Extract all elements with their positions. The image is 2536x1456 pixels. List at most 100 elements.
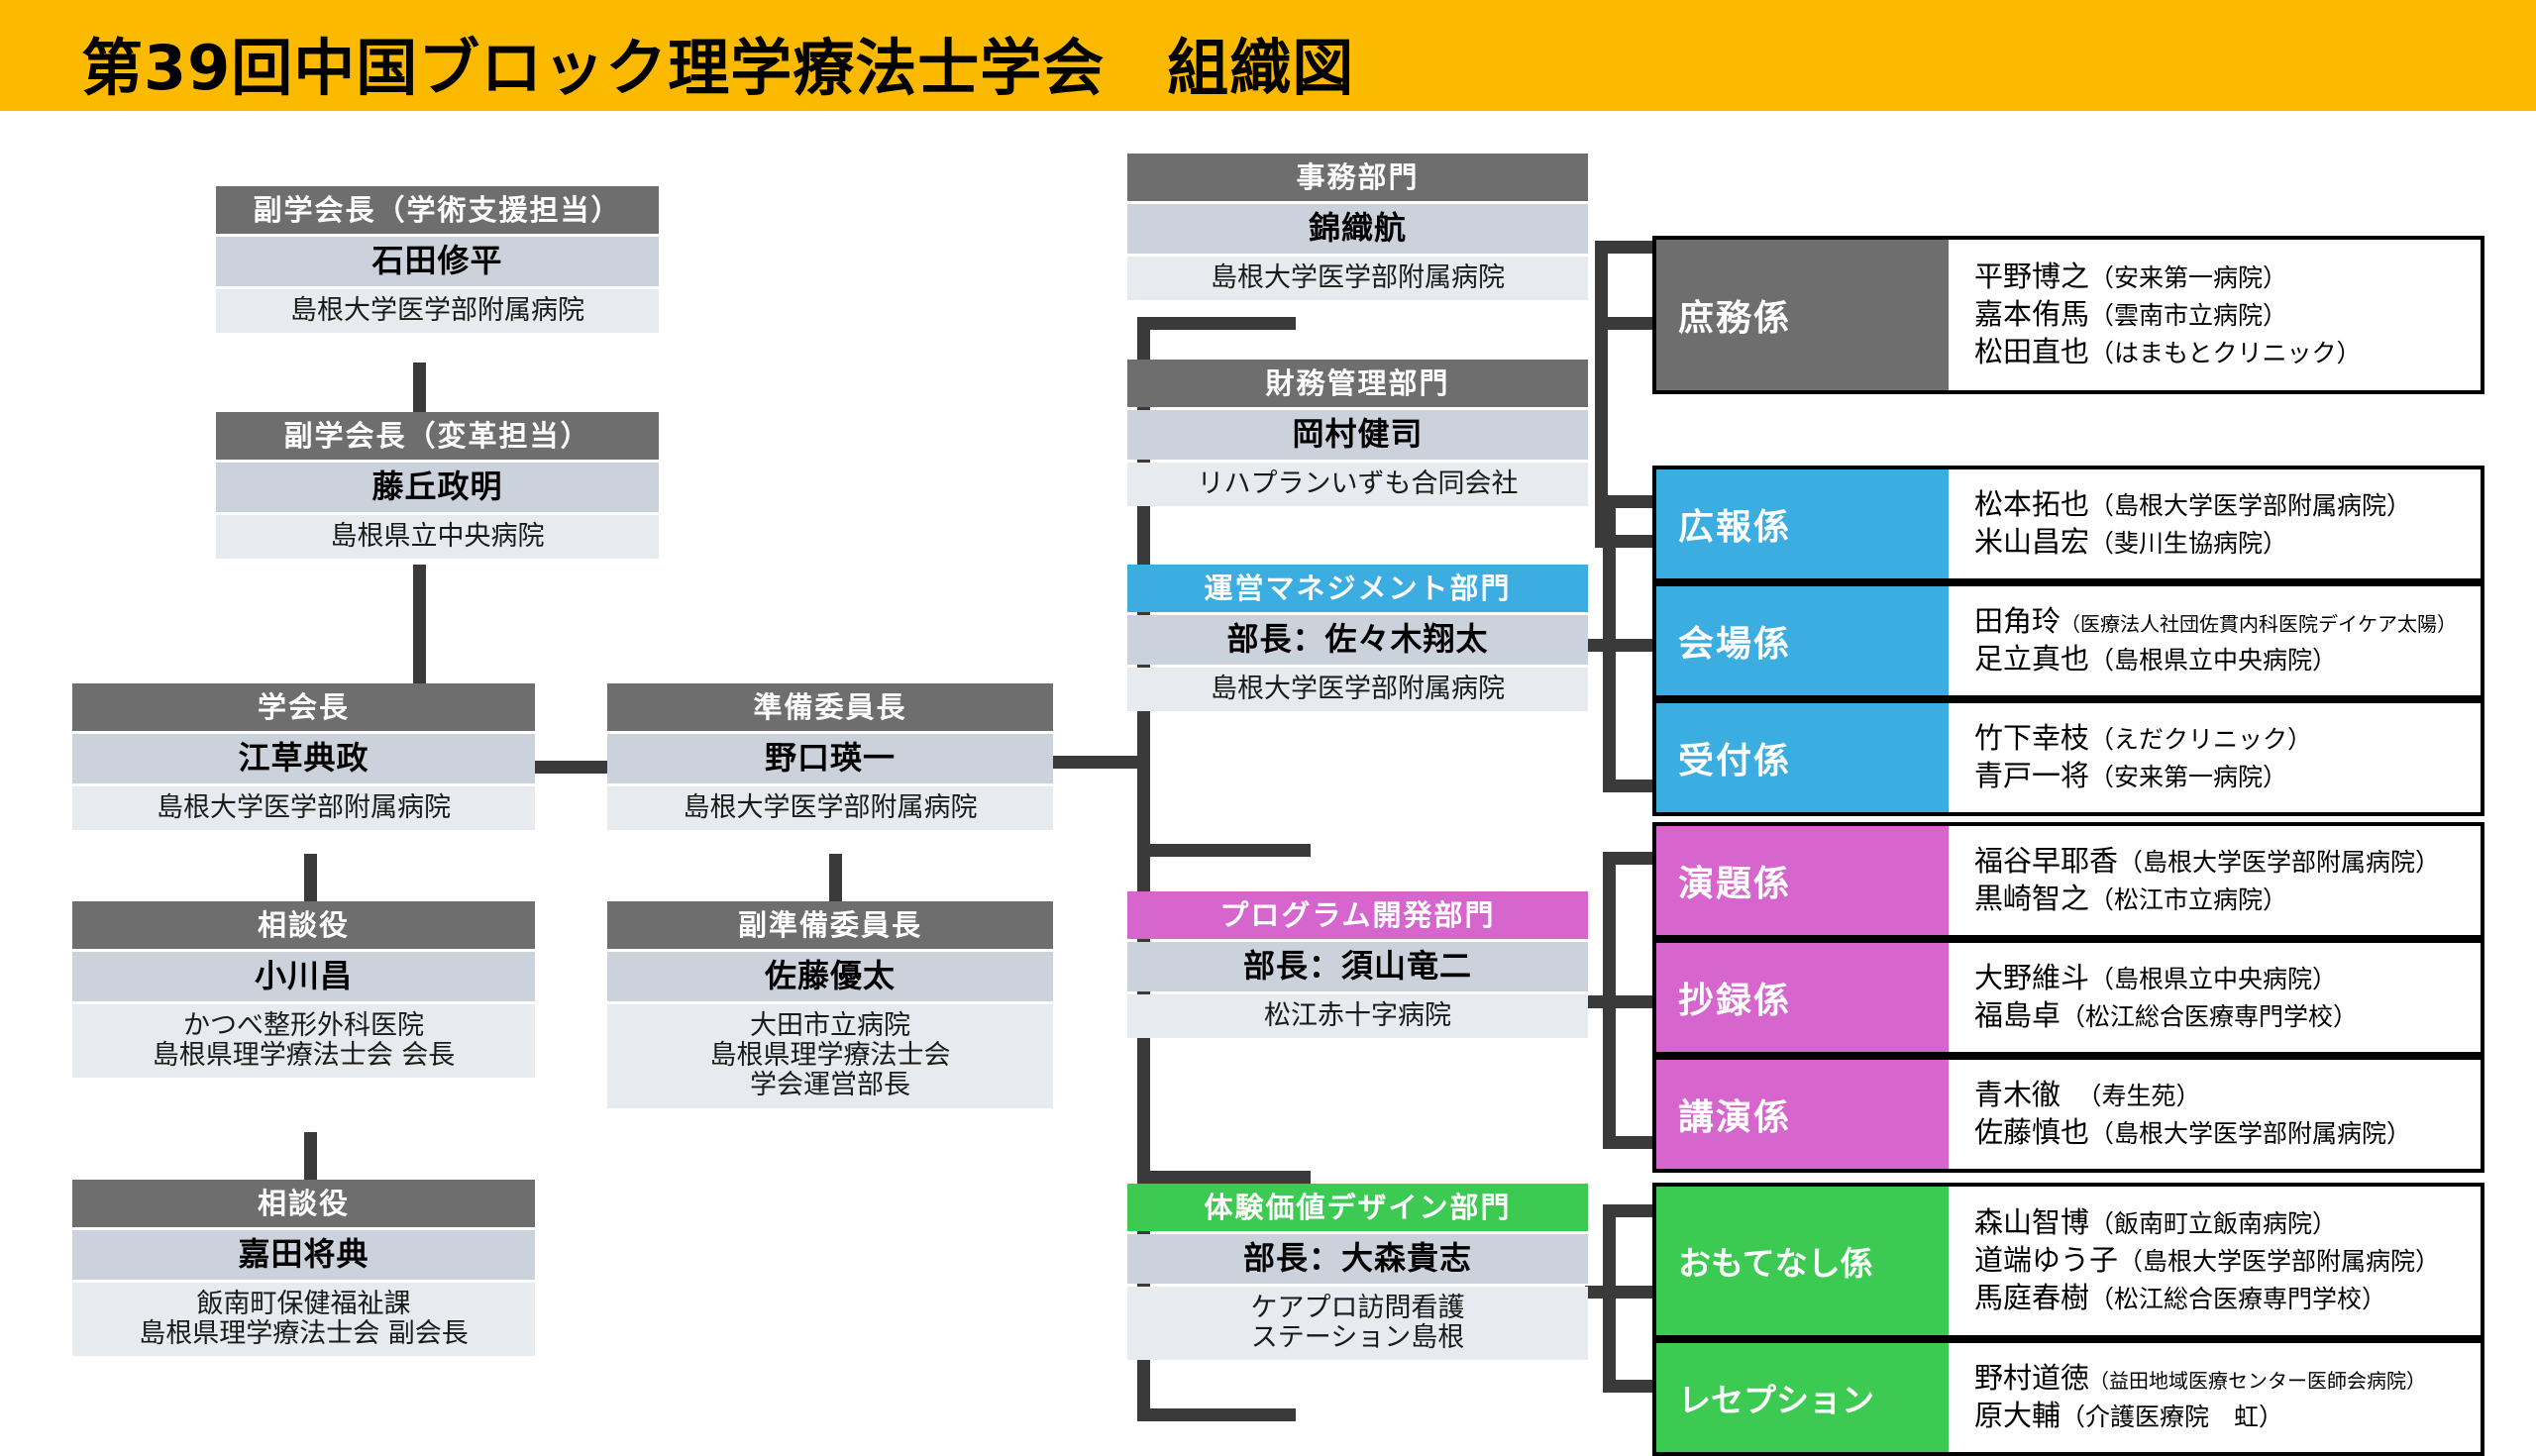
connector-hline [1603, 1136, 1660, 1149]
card-affiliation: 島根大学医学部附属病院 [72, 786, 535, 831]
connector-hline [1595, 241, 1652, 254]
department-title: 運営マネジメント部門 [1127, 565, 1588, 612]
card-department-operations[interactable]: 運営マネジメント部門 部長：佐々木翔太 島根大学医学部附属病院 [1127, 565, 1588, 712]
section-members: 野村道徳（益田地域医療センター医師会病院） 原大輔（介護医療院 虹） [1949, 1343, 2481, 1452]
card-advisor-1[interactable]: 相談役 小川昌 かつべ整形外科医院 島根県理学療法士会 会長 [72, 901, 535, 1079]
section-row-lectures[interactable]: 講演係 青木徹 （寿生苑） 佐藤慎也（島根大学医学部附属病院） [1652, 1056, 2484, 1173]
connector-hline [1603, 1380, 1660, 1393]
connector-hline [1137, 844, 1311, 857]
department-title: プログラム開発部門 [1127, 891, 1588, 939]
member-row: 平野博之（安来第一病院） [1974, 260, 2288, 294]
member-row: 道端ゆう子（島根大学医学部附属病院） [1974, 1243, 2441, 1278]
section-row-general-affairs[interactable]: 庶務係 平野博之（安来第一病院） 嘉本侑馬（雲南市立病院） 松田直也（はまもとク… [1652, 236, 2484, 394]
section-label: 抄録係 [1656, 943, 1949, 1052]
card-affiliation: 島根大学医学部附属病院 [607, 786, 1053, 831]
card-prep-chair[interactable]: 準備委員長 野口瑛一 島根大学医学部附属病院 [607, 683, 1053, 831]
member-row: 足立真也（島根県立中央病院） [1974, 642, 2338, 676]
section-label: 演題係 [1656, 826, 1949, 935]
section-row-abstracts-topics[interactable]: 演題係 福谷早耶香（島根大学医学部附属病院） 黒崎智之（松江市立病院） [1652, 822, 2484, 939]
card-name: 石田修平 [216, 237, 659, 286]
card-department-experience[interactable]: 体験価値デザイン部門 部長：大森貴志 ケアプロ訪問看護 ステーション島根 [1127, 1184, 1588, 1361]
member-row: 松田直也（はまもとクリニック） [1974, 334, 2362, 368]
card-department-finance[interactable]: 財務管理部門 岡村健司 リハプランいずも合同会社 [1127, 360, 1588, 507]
member-row: 大野維斗（島根県立中央病院） [1974, 961, 2338, 995]
section-members: 松本拓也（島根大学医学部附属病院） 米山昌宏（斐川生協病院） [1949, 469, 2481, 578]
member-row: 野村道徳（益田地域医療センター医師会病院） [1974, 1361, 2427, 1396]
card-department-office[interactable]: 事務部門 錦織航 島根大学医学部附属病院 [1127, 154, 1588, 301]
connector-vline [413, 363, 426, 412]
member-row: 田角玲（医療法人社団佐貫内科医院デイケア太陽） [1974, 604, 2458, 639]
section-row-public-relations[interactable]: 広報係 松本拓也（島根大学医学部附属病院） 米山昌宏（斐川生協病院） [1652, 466, 2484, 582]
section-row-proceedings[interactable]: 抄録係 大野維斗（島根県立中央病院） 福島卓（松江総合医療専門学校） [1652, 939, 2484, 1056]
department-title: 体験価値デザイン部門 [1127, 1184, 1588, 1231]
card-role: 学会長 [72, 683, 535, 731]
title-bar: 第39回中国ブロック理学療法士学会 組織図 [0, 0, 2536, 111]
card-name: 江草典政 [72, 734, 535, 783]
member-row: 米山昌宏（斐川生協病院） [1974, 525, 2288, 559]
connector-hline [1137, 1171, 1311, 1184]
member-row: 竹下幸枝（えだクリニック） [1974, 721, 2313, 756]
department-affiliation: 島根大学医学部附属病院 [1127, 257, 1588, 301]
connector-hline [1603, 780, 1660, 792]
card-name: 野口瑛一 [607, 734, 1053, 783]
section-label: 広報係 [1656, 469, 1949, 578]
member-row: 松本拓也（島根大学医学部附属病院） [1974, 487, 2412, 522]
member-row: 黒崎智之（松江市立病院） [1974, 882, 2288, 915]
card-department-program[interactable]: プログラム開発部門 部長：須山竜二 松江赤十字病院 [1127, 891, 1588, 1039]
connector-vline [829, 854, 842, 901]
card-name: 佐藤優太 [607, 952, 1053, 1001]
department-title: 事務部門 [1127, 154, 1588, 201]
member-row: 青木徹 （寿生苑） [1974, 1078, 2201, 1112]
department-name: 錦織航 [1127, 204, 1588, 254]
department-name: 部長：大森貴志 [1127, 1234, 1588, 1284]
connector-hline [1603, 1204, 1660, 1217]
card-affiliation: かつべ整形外科医院 島根県理学療法士会 会長 [72, 1004, 535, 1079]
connector-hline [1585, 1286, 1669, 1299]
card-advisor-2[interactable]: 相談役 嘉田将典 飯南町保健福祉課 島根県理学療法士会 副会長 [72, 1180, 535, 1357]
card-vice-prep-chair[interactable]: 副準備委員長 佐藤優太 大田市立病院 島根県理学療法士会 学会運営部長 [607, 901, 1053, 1108]
connector-hline [1585, 995, 1669, 1008]
department-name: 部長：佐々木翔太 [1127, 615, 1588, 665]
connector-hline [1603, 495, 1660, 508]
connector-hline [1137, 317, 1296, 330]
page-title: 第39回中国ブロック理学療法士学会 組織図 [81, 32, 1355, 104]
card-role: 副学会長（変革担当） [216, 412, 659, 460]
card-role: 相談役 [72, 1180, 535, 1227]
connector-vline [1603, 1204, 1616, 1393]
section-row-reception-party[interactable]: レセプション 野村道徳（益田地域医療センター医師会病院） 原大輔（介護医療院 虹… [1652, 1339, 2484, 1456]
section-members: 青木徹 （寿生苑） 佐藤慎也（島根大学医学部附属病院） [1949, 1060, 2481, 1169]
card-affiliation: 島根大学医学部附属病院 [216, 289, 659, 334]
card-chair[interactable]: 学会長 江草典政 島根大学医学部附属病院 [72, 683, 535, 831]
connector-hline [1053, 756, 1147, 769]
section-label: 庶務係 [1656, 240, 1949, 390]
section-label: おもてなし係 [1656, 1187, 1949, 1335]
card-vice-chair-reform[interactable]: 副学会長（変革担当） 藤丘政明 島根県立中央病院 [216, 412, 659, 560]
card-affiliation: 島根県立中央病院 [216, 515, 659, 560]
department-name: 部長：須山竜二 [1127, 942, 1588, 991]
card-affiliation: 大田市立病院 島根県理学療法士会 学会運営部長 [607, 1004, 1053, 1108]
section-row-venue[interactable]: 会場係 田角玲（医療法人社団佐貫内科医院デイケア太陽） 足立真也（島根県立中央病… [1652, 582, 2484, 699]
section-label: レセプション [1656, 1343, 1949, 1452]
department-affiliation: 島根大学医学部附属病院 [1127, 668, 1588, 712]
card-name: 嘉田将典 [72, 1230, 535, 1280]
card-vice-chair-academic[interactable]: 副学会長（学術支援担当） 石田修平 島根大学医学部附属病院 [216, 186, 659, 334]
member-row: 原大輔（介護医療院 虹） [1974, 1399, 2284, 1432]
card-affiliation: 飯南町保健福祉課 島根県理学療法士会 副会長 [72, 1283, 535, 1357]
member-row: 馬庭春樹（松江総合医療専門学校） [1974, 1280, 2387, 1314]
section-row-hospitality[interactable]: おもてなし係 森山智博（飯南町立飯南病院） 道端ゆう子（島根大学医学部附属病院）… [1652, 1183, 2484, 1339]
connector-vline [304, 1132, 317, 1180]
department-title: 財務管理部門 [1127, 360, 1588, 407]
department-affiliation: 松江赤十字病院 [1127, 994, 1588, 1039]
section-label: 講演係 [1656, 1060, 1949, 1169]
connector-hline [1137, 1408, 1296, 1421]
connector-vline [413, 565, 426, 683]
section-row-reception-desk[interactable]: 受付係 竹下幸枝（えだクリニック） 青戸一将（安来第一病院） [1652, 699, 2484, 816]
connector-hline [1585, 639, 1669, 652]
member-row: 佐藤慎也（島根大学医学部附属病院） [1974, 1115, 2412, 1149]
connector-hline [1603, 852, 1660, 865]
card-role: 相談役 [72, 901, 535, 949]
section-members: 大野維斗（島根県立中央病院） 福島卓（松江総合医療専門学校） [1949, 943, 2481, 1052]
department-affiliation: リハプランいずも合同会社 [1127, 463, 1588, 507]
department-affiliation: ケアプロ訪問看護 ステーション島根 [1127, 1287, 1588, 1361]
card-role: 準備委員長 [607, 683, 1053, 731]
